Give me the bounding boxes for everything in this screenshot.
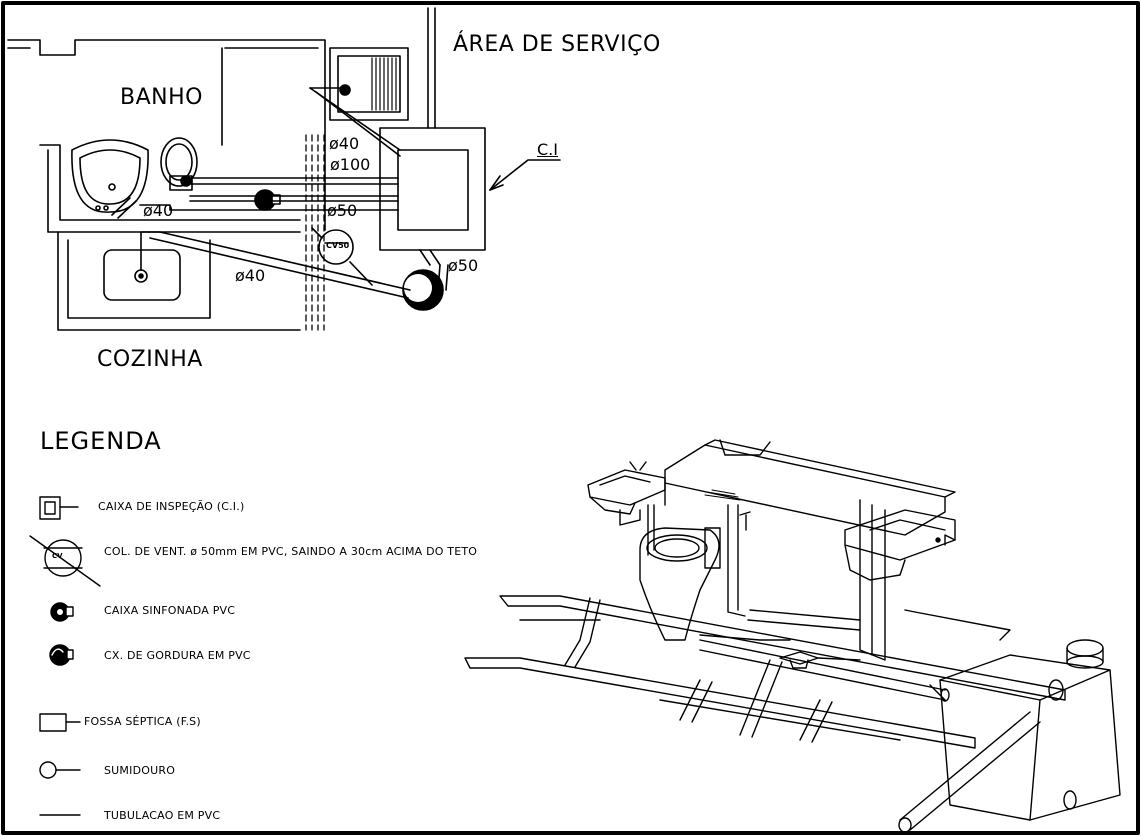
iso-laundry-tank — [844, 509, 956, 561]
dim-d50-right: ø50 — [448, 256, 479, 275]
septic-tank-icon — [39, 713, 81, 732]
plan-shaft — [305, 134, 325, 331]
laundry-tank — [329, 47, 409, 121]
legend-vent-icon-text: CV — [52, 552, 63, 560]
iso-partition-wall — [664, 444, 946, 536]
plan-inspection-box — [379, 127, 486, 251]
bath-toilet — [160, 137, 198, 187]
sink-hole-icon — [39, 761, 81, 779]
legend-item-inspection-box: CAIXA DE INSPEÇÃO (C.I.) — [98, 500, 245, 513]
kitchen-sink — [103, 249, 181, 301]
dim-d40-sink: ø40 — [143, 201, 174, 220]
vent-column-label: CV50 — [326, 241, 350, 250]
iso-toilet — [639, 527, 720, 641]
inspection-box-label: C.I — [537, 140, 558, 159]
legend-symbols — [29, 496, 101, 816]
kitchen-label: COZINHA — [97, 347, 203, 372]
siphon-box-icon — [50, 602, 74, 622]
floor-plan — [7, 7, 561, 331]
legend-item-septic-tank: FOSSA SÉPTICA (F.S) — [84, 715, 201, 728]
inspection-box-icon — [39, 496, 79, 520]
dim-d50-mid: ø50 — [327, 201, 358, 220]
legend-item-pvc-pipe: TUBULACAO EM PVC — [104, 809, 221, 822]
legend-item-vent-column: COL. DE VENT. ø 50mm EM PVC, SAINDO A 30… — [104, 545, 478, 558]
bath-basin — [71, 139, 149, 213]
isometric-view — [464, 439, 1121, 833]
iso-sink — [587, 469, 666, 506]
legend-item-siphon-box: CAIXA SINFONADA PVC — [104, 604, 236, 617]
iso-septic-tank — [939, 654, 1121, 821]
legend-title: LEGENDA — [40, 427, 162, 455]
legend-item-sink-hole: SUMIDOURO — [104, 764, 176, 777]
vent-column-icon — [29, 535, 101, 587]
dim-d40-top: ø40 — [329, 134, 360, 153]
plan-vent-column — [318, 229, 354, 265]
dim-d100: ø100 — [330, 155, 371, 174]
legend-item-grease-box: CX. DE GORDURA EM PVC — [104, 649, 251, 662]
bath-label: BANHO — [120, 85, 203, 110]
service-area-label: ÁREA DE SERVIÇO — [453, 32, 661, 57]
grease-box-icon — [49, 644, 74, 666]
dim-d40-bottom: ø40 — [235, 266, 266, 285]
